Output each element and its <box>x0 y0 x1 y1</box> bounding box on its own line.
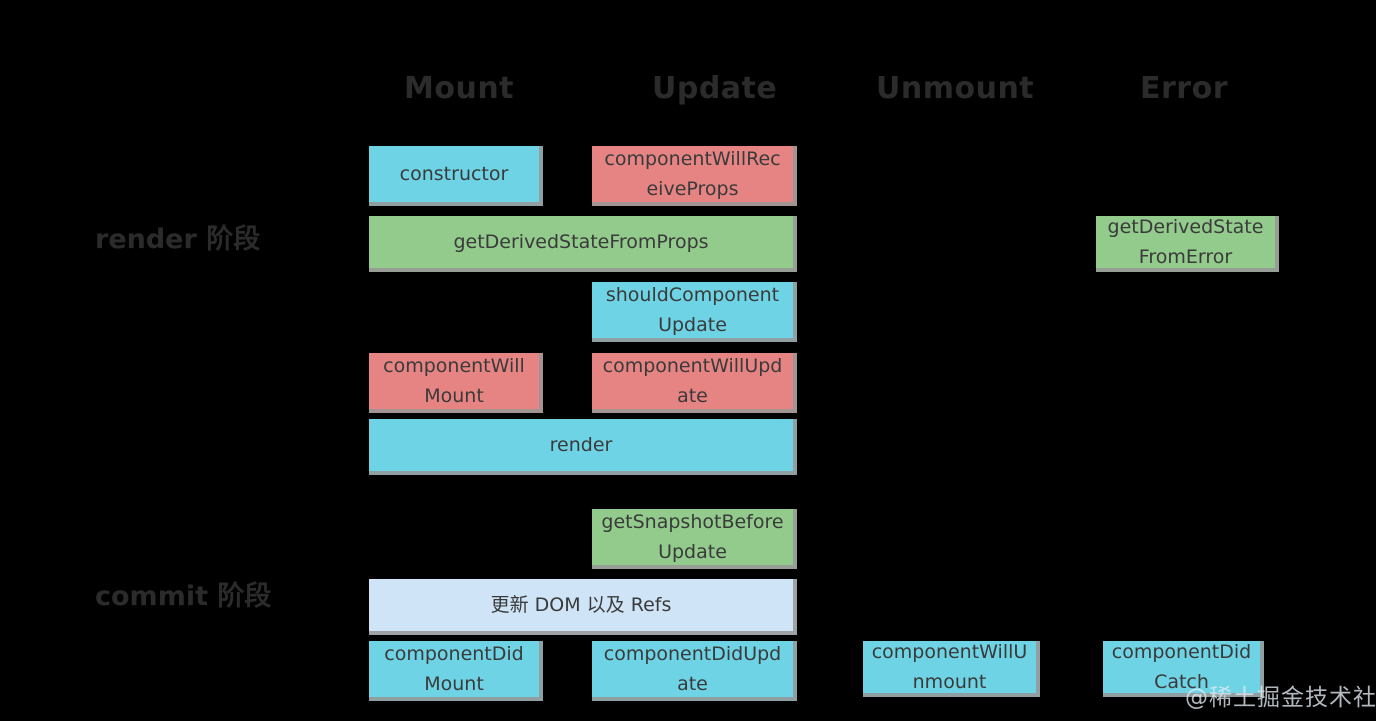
lifecycle-box-label: componentWillMount <box>383 355 525 407</box>
lifecycle-box-componentdidupdate[interactable]: componentDidUpdate <box>592 641 797 701</box>
column-header-mount: Mount <box>404 71 515 106</box>
lifecycle-box-componentdidcatch[interactable]: componentDidCatch <box>1103 641 1264 697</box>
lifecycle-box-label: componentDidMount <box>384 643 524 695</box>
lifecycle-box-render[interactable]: render <box>369 419 797 475</box>
lifecycle-box-label: getDerivedStateFromError <box>1107 216 1264 268</box>
lifecycle-box-label: componentDidCatch <box>1111 641 1252 693</box>
lifecycle-box-componentdidmount[interactable]: componentDidMount <box>369 641 543 701</box>
lifecycle-box-label: componentWillUpdate <box>602 355 783 407</box>
row-label-commit-phase: commit 阶段 <box>95 581 272 612</box>
lifecycle-box-getderivedstatefromprops[interactable]: getDerivedStateFromProps <box>369 216 797 272</box>
lifecycle-box-label: componentDidUpdate <box>603 643 782 695</box>
lifecycle-box-componentwillmount[interactable]: componentWillMount <box>369 353 543 413</box>
column-header-update: Update <box>652 71 778 106</box>
lifecycle-box-componentwillupdate[interactable]: componentWillUpdate <box>592 353 797 413</box>
watermark: @稀土掘金技术社区 <box>1185 685 1376 711</box>
lifecycle-box-componentwillunmount[interactable]: componentWillUnmount <box>863 641 1040 697</box>
lifecycle-box-update-dom-and-refs[interactable]: 更新 DOM 以及 Refs <box>369 579 797 635</box>
lifecycle-box-componentwillreceiveprops[interactable]: componentWillReceiveProps <box>592 146 797 206</box>
lifecycle-box-shouldcomponentupdate[interactable]: shouldComponentUpdate <box>592 282 797 342</box>
row-label-render-phase: render 阶段 <box>95 224 261 255</box>
lifecycle-box-label: getDerivedStateFromProps <box>453 231 709 253</box>
column-header-error: Error <box>1140 71 1228 106</box>
lifecycle-box-label: shouldComponentUpdate <box>605 284 780 336</box>
lifecycle-box-constructor[interactable]: constructor <box>369 146 543 206</box>
lifecycle-box-label: render <box>549 434 613 456</box>
lifecycle-box-label: componentWillUnmount <box>871 641 1028 693</box>
lifecycle-box-label: 更新 DOM 以及 Refs <box>490 594 672 616</box>
lifecycle-box-getsnapshotbeforeupdate[interactable]: getSnapshotBeforeUpdate <box>592 509 797 569</box>
lifecycle-box-getderivedstatefromerror[interactable]: getDerivedStateFromError <box>1096 216 1279 272</box>
lifecycle-box-label: constructor <box>399 163 509 185</box>
lifecycle-box-label: componentWillReceiveProps <box>604 148 781 200</box>
column-header-unmount: Unmount <box>876 71 1035 106</box>
lifecycle-box-label: getSnapshotBeforeUpdate <box>601 511 784 563</box>
